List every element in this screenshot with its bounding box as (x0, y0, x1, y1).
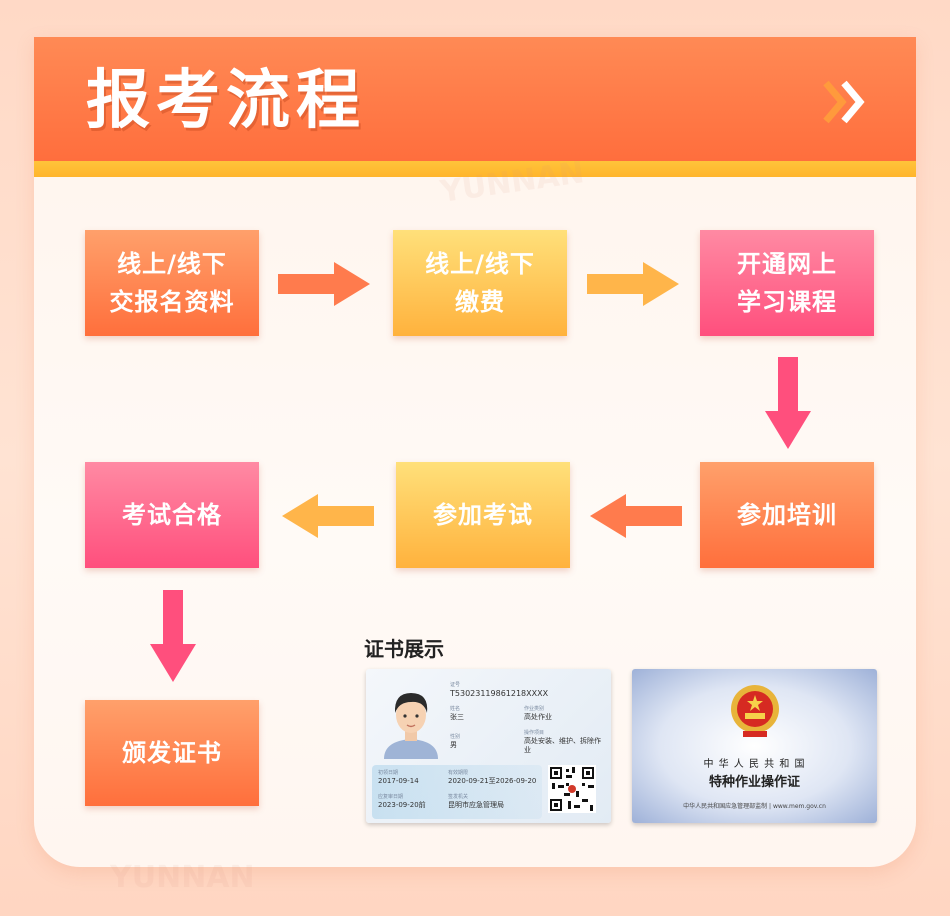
category-value: 高处作业 (524, 713, 552, 721)
step-pass-exam: 考试合格 (85, 462, 259, 568)
step-label: 线上/线下 缴费 (425, 250, 535, 316)
cert-title: 特种作业操作证 (708, 775, 800, 790)
step-take-exam: 参加考试 (396, 462, 570, 568)
issuer-value: 昆明市应急管理局 (448, 801, 504, 809)
arrow-left-icon (282, 494, 374, 538)
name-value: 张三 (450, 713, 464, 721)
first-date-value: 2017-09-14 (378, 777, 419, 785)
decorative-band (372, 765, 542, 819)
step-label: 考试合格 (122, 501, 222, 529)
header-accent-band (34, 161, 916, 177)
id-label: 证号 (450, 682, 461, 688)
step-label: 参加考试 (433, 501, 533, 529)
cert-country: 中 华 人 民 共 和 国 (703, 759, 806, 770)
certificate-card-cover: 中 华 人 民 共 和 国 特种作业操作证 中华人民共和国应急管理部监制 | w… (632, 669, 877, 823)
valid-label: 有效期限 (448, 770, 469, 776)
category-label: 作业类别 (524, 706, 545, 712)
step-label: 参加培训 (737, 501, 837, 529)
id-value: T53023119861218XXXX (450, 689, 549, 698)
step-attend-training: 参加培训 (700, 462, 874, 568)
review-value: 2023-09-20前 (378, 801, 426, 809)
step-open-online-course: 开通网上 学习课程 (700, 230, 874, 336)
cert-footer: 中华人民共和国应急管理部监制 | www.mem.gov.cn (683, 803, 826, 810)
step-label: 线上/线下 交报名资料 (109, 250, 235, 316)
item-value: 高处安装、维护、拆除作业 (524, 737, 601, 754)
step-label: 开通网上 学习课程 (737, 250, 837, 316)
arrow-right-icon (278, 262, 370, 306)
national-emblem-icon (731, 685, 779, 737)
step-submit-application: 线上/线下 交报名资料 (85, 230, 259, 336)
step-payment: 线上/线下 缴费 (393, 230, 567, 336)
arrow-left-icon (590, 494, 682, 538)
qr-code-icon (548, 765, 596, 813)
header-bar: 报考流程 (34, 37, 916, 161)
arrow-right-icon (587, 262, 679, 306)
gender-value: 男 (450, 741, 457, 749)
item-label: 操作项目 (524, 730, 545, 736)
arrow-down-icon (765, 357, 811, 449)
issuer-label: 签发机关 (448, 794, 469, 800)
gender-label: 性别 (450, 734, 461, 740)
certificate-card-id: 证号 T53023119861218XXXX 姓名 张三 作业类别 高处作业 性… (366, 669, 611, 823)
valid-value: 2020-09-21至2026-09-20 (448, 777, 537, 785)
certificate-section-label: 证书展示 (364, 637, 444, 661)
first-date-label: 初领日期 (378, 770, 399, 776)
page-title: 报考流程 (86, 64, 366, 138)
arrow-down-icon (150, 590, 196, 682)
name-label: 姓名 (450, 706, 461, 712)
double-chevron-right-icon (823, 80, 865, 124)
step-label: 颁发证书 (122, 739, 222, 767)
step-issue-certificate: 颁发证书 (85, 700, 259, 806)
review-label: 应复审日期 (378, 794, 404, 800)
avatar (384, 693, 438, 759)
